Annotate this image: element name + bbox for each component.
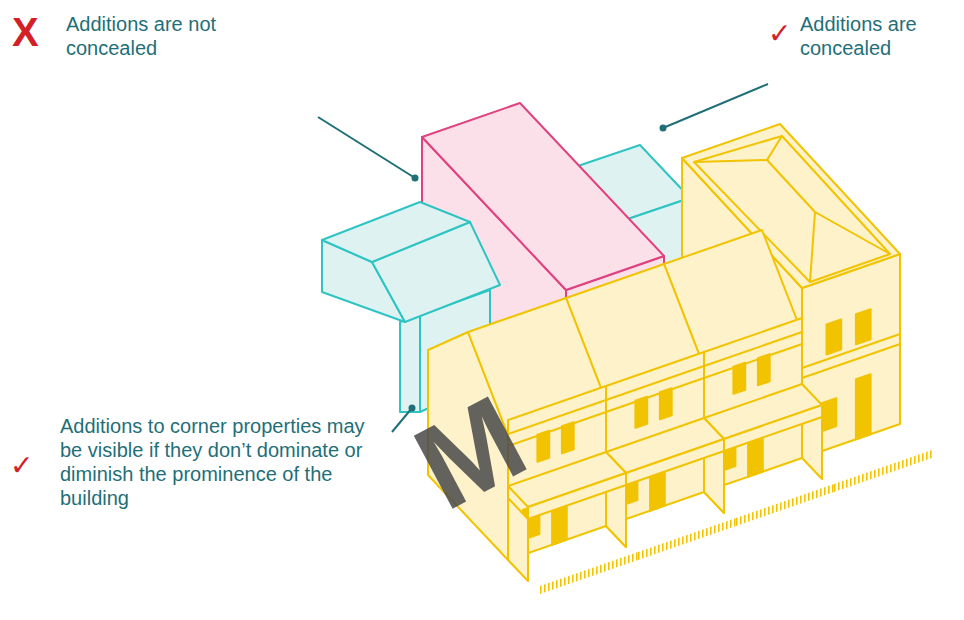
callout-text: Additions are concealed <box>800 12 956 60</box>
check-mark: ✓ <box>10 452 33 480</box>
callout-text: Additions to corner properties may be vi… <box>60 414 378 510</box>
callout-text: Additions are not concealed <box>66 12 298 60</box>
cross-mark: X <box>12 12 39 52</box>
check-mark: ✓ <box>768 20 791 48</box>
